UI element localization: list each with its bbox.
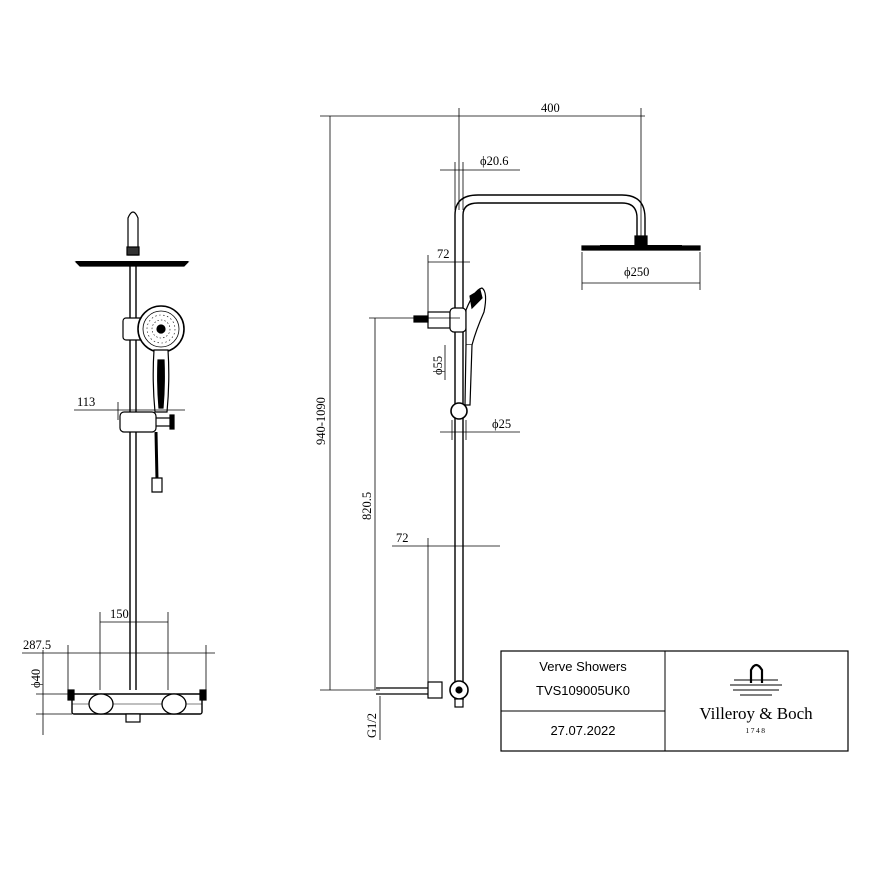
- brand-year: 1748: [746, 726, 767, 735]
- dim-72-lower-label: 72: [396, 531, 409, 545]
- side-view-labels: 400 ϕ20.6 ϕ250 72 ϕ55 ϕ25 940-1090 820.5…: [314, 101, 649, 738]
- dim-phi20-6-label: ϕ20.6: [480, 154, 508, 168]
- front-view: [22, 211, 215, 735]
- side-view: [320, 108, 701, 740]
- dim-72-upper-label: 72: [437, 247, 450, 261]
- dim-820-5-label: 820.5: [360, 492, 374, 520]
- drawing-date: 27.07.2022: [550, 723, 615, 738]
- dim-287-5-label: 287.5: [23, 638, 51, 652]
- front-view-labels: 113 150 287.5 ϕ40: [23, 395, 129, 688]
- brand-logo-icon: [730, 663, 782, 696]
- brand-name: Villeroy & Boch: [699, 704, 813, 723]
- product-name: Verve Showers: [539, 659, 627, 674]
- dim-113-label: 113: [77, 395, 95, 409]
- dim-400-label: 400: [541, 101, 560, 115]
- dim-phi250-label: ϕ250: [624, 265, 649, 279]
- dim-phi25-label: ϕ25: [492, 417, 511, 431]
- dim-940-1090-label: 940-1090: [314, 397, 328, 445]
- dim-150-label: 150: [110, 607, 129, 621]
- dim-g1-2-label: G1/2: [365, 713, 379, 738]
- title-block: Verve Showers TVS109005UK0 27.07.2022 Vi…: [500, 650, 849, 752]
- dim-phi40-label: ϕ40: [29, 669, 43, 688]
- product-code: TVS109005UK0: [536, 683, 630, 698]
- brand-logo: Villeroy & Boch 1748: [699, 663, 813, 735]
- dim-phi55-label: ϕ55: [431, 356, 445, 375]
